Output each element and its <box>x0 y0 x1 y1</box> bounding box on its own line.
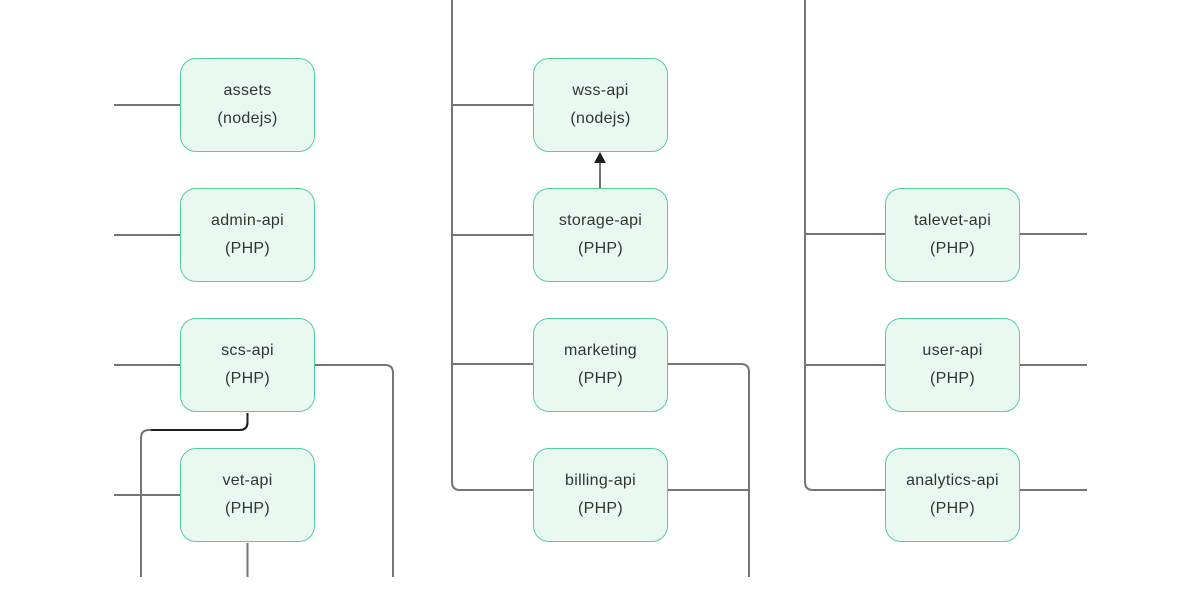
node-runtime: (PHP) <box>929 500 976 517</box>
node-scs-api[interactable]: scs-api (PHP) <box>180 318 315 412</box>
edge-scs-right-down <box>315 364 394 577</box>
node-runtime: (PHP) <box>929 240 976 257</box>
arrowhead-up-icon <box>594 152 606 163</box>
node-billing-api[interactable]: billing-api (PHP) <box>533 448 668 542</box>
node-name: billing-api <box>565 472 636 489</box>
node-runtime: (PHP) <box>577 370 624 387</box>
node-talevet-api[interactable]: talevet-api (PHP) <box>885 188 1020 282</box>
node-runtime: (PHP) <box>577 240 624 257</box>
node-name: wss-api <box>572 82 629 99</box>
node-name: vet-api <box>222 472 273 489</box>
node-runtime: (PHP) <box>577 500 624 517</box>
node-name: assets <box>223 82 272 99</box>
node-marketing[interactable]: marketing (PHP) <box>533 318 668 412</box>
edge-trunk-middle <box>451 0 533 491</box>
node-admin-api[interactable]: admin-api (PHP) <box>180 188 315 282</box>
node-name: analytics-api <box>906 472 999 489</box>
edge-marketing-right-down <box>668 363 750 577</box>
node-runtime: (nodejs) <box>217 110 278 127</box>
node-vet-api[interactable]: vet-api (PHP) <box>180 448 315 542</box>
node-name: user-api <box>922 342 983 359</box>
node-name: storage-api <box>558 212 643 229</box>
node-user-api[interactable]: user-api (PHP) <box>885 318 1020 412</box>
node-runtime: (PHP) <box>224 370 271 387</box>
node-runtime: (nodejs) <box>570 110 631 127</box>
node-name: marketing <box>564 342 637 359</box>
node-wss-api[interactable]: wss-api (nodejs) <box>533 58 668 152</box>
node-name: scs-api <box>221 342 274 359</box>
node-assets[interactable]: assets (nodejs) <box>180 58 315 152</box>
node-storage-api[interactable]: storage-api (PHP) <box>533 188 668 282</box>
edge-trunk-right <box>804 0 885 491</box>
node-name: talevet-api <box>913 212 992 229</box>
node-runtime: (PHP) <box>224 240 271 257</box>
edge-scs-bottom-dark <box>151 413 249 431</box>
node-runtime: (PHP) <box>929 370 976 387</box>
node-name: admin-api <box>211 212 284 229</box>
node-runtime: (PHP) <box>224 500 271 517</box>
node-analytics-api[interactable]: analytics-api (PHP) <box>885 448 1020 542</box>
